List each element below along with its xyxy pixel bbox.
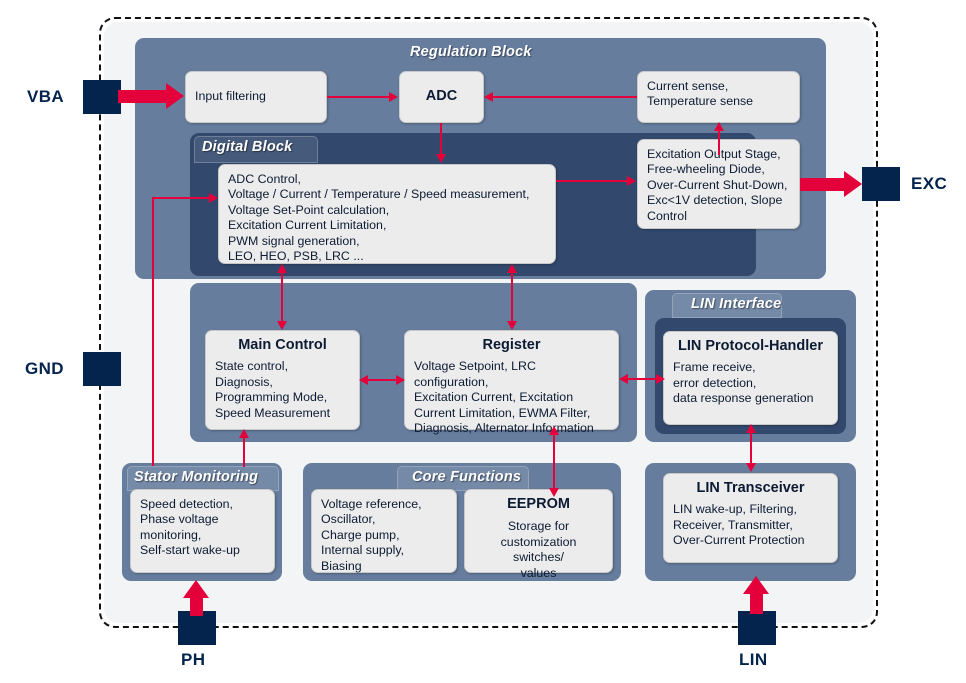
connector-register-to-eeprom-head-up: [549, 426, 559, 435]
block-eeprom-title: EEPROM: [507, 496, 570, 512]
tab-lin-interface: [672, 293, 782, 318]
bus-arrow-ph-shaft: [190, 596, 203, 616]
block-main-control[interactable]: Main Control State control, Diagnosis, P…: [205, 330, 360, 430]
connector-sense-to-adc-head: [484, 92, 493, 102]
panel-title-stator-monitoring: Stator Monitoring: [134, 469, 259, 485]
pin-gnd[interactable]: [83, 352, 121, 386]
block-main-control-body: State control, Diagnosis, Programming Mo…: [215, 359, 331, 420]
connector-sense-to-adc: [493, 96, 637, 98]
connector-linhandler-to-transceiver-head-up: [746, 424, 756, 433]
connector-excitation-to-sense-head: [714, 122, 724, 131]
connector-digital-to-register-head-down: [507, 321, 517, 330]
bus-arrow-lin-shaft: [750, 592, 763, 614]
bus-arrow-ph-head: [183, 580, 209, 598]
connector-stator-to-digital-horizontal: [152, 197, 210, 199]
connector-digital-to-maincontrol: [281, 272, 283, 324]
connector-adc-to-digital-head: [436, 154, 446, 163]
block-lin-protocol-handler[interactable]: LIN Protocol-Handler Frame receive, erro…: [663, 331, 838, 425]
block-excitation-output-stage-body: Excitation Output Stage, Free-wheeling D…: [647, 147, 788, 223]
bus-arrow-exc-head: [844, 171, 862, 197]
block-digital-block-content-body: ADC Control, Voltage / Current / Tempera…: [228, 172, 530, 264]
block-adc-title: ADC: [425, 88, 458, 105]
block-current-temperature-sense[interactable]: Current sense, Temperature sense: [637, 71, 800, 123]
connector-maincontrol-to-register-head-left: [359, 375, 368, 385]
pin-label-ph: PH: [181, 650, 206, 669]
connector-inputfilter-to-adc: [327, 96, 390, 98]
connector-digital-to-excitation: [556, 180, 628, 182]
connector-inputfilter-to-adc-head: [389, 92, 398, 102]
pin-exc[interactable]: [862, 167, 900, 201]
connector-digital-to-register: [511, 272, 513, 324]
pin-lin[interactable]: [738, 611, 776, 645]
bus-arrow-vba-head: [166, 83, 184, 109]
pin-vba[interactable]: [83, 80, 121, 114]
pin-ph[interactable]: [178, 611, 216, 645]
block-lin-transceiver-body: LIN wake-up, Filtering, Receiver, Transm…: [673, 502, 805, 548]
pin-label-exc: EXC: [911, 174, 948, 193]
block-main-control-title: Main Control: [238, 337, 327, 353]
pin-label-vba: VBA: [27, 87, 65, 106]
panel-title-core-functions: Core Functions: [412, 469, 522, 485]
block-current-temperature-sense-body: Current sense, Temperature sense: [647, 79, 754, 109]
tab-core-functions: [397, 466, 529, 491]
connector-maincontrol-to-register-head-right: [396, 375, 405, 385]
connector-digital-to-excitation-head: [627, 176, 636, 186]
connector-stator-to-maincontrol-head: [239, 429, 249, 438]
bus-arrow-lin-head: [743, 576, 769, 594]
block-register[interactable]: Register Voltage Setpoint, LRC configura…: [404, 330, 619, 435]
panel-title-lin-interface: LIN Interface: [691, 296, 782, 312]
block-lin-protocol-handler-title: LIN Protocol-Handler: [677, 338, 823, 354]
connector-maincontrol-to-register: [366, 379, 398, 381]
connector-stator-to-digital-vertical: [152, 197, 154, 466]
block-input-filtering-body: Input filtering: [195, 89, 266, 104]
block-eeprom-body: Storage for customization switches/ valu…: [500, 519, 577, 580]
block-lin-transceiver-title: LIN Transceiver: [696, 480, 805, 496]
connector-register-to-eeprom-head-down: [549, 488, 559, 497]
block-core-functions-content[interactable]: Voltage reference, Oscillator, Charge pu…: [311, 489, 457, 573]
connector-register-to-linhandler-head-left: [619, 374, 628, 384]
block-eeprom[interactable]: EEPROM Storage for customization switche…: [464, 489, 613, 580]
block-lin-protocol-handler-body: Frame receive, error detection, data res…: [673, 360, 814, 406]
connector-adc-to-digital: [440, 123, 442, 156]
chip-boundary-dashed: [99, 17, 878, 628]
block-input-filtering[interactable]: Input filtering: [185, 71, 327, 123]
connector-stator-to-digital-head: [209, 193, 218, 203]
connector-linhandler-to-transceiver-head-down: [746, 463, 756, 472]
panel-title-digital-block: Digital Block: [202, 139, 293, 155]
block-lin-transceiver[interactable]: LIN Transceiver LIN wake-up, Filtering, …: [663, 473, 838, 563]
bus-arrow-vba-shaft: [118, 90, 168, 103]
pin-label-lin: LIN: [739, 650, 768, 669]
connector-digital-to-register-head-up: [507, 264, 517, 273]
block-stator-monitoring-content[interactable]: Speed detection, Phase voltage monitorin…: [130, 489, 275, 573]
block-register-title: Register: [482, 337, 541, 353]
block-adc[interactable]: ADC: [399, 71, 484, 123]
connector-excitation-to-sense: [718, 131, 720, 155]
connector-stator-to-maincontrol: [243, 437, 245, 467]
tab-digital-block: [194, 136, 318, 163]
block-stator-monitoring-content-body: Speed detection, Phase voltage monitorin…: [140, 497, 240, 558]
connector-linhandler-to-transceiver: [750, 432, 752, 466]
block-core-functions-content-body: Voltage reference, Oscillator, Charge pu…: [321, 497, 422, 573]
connector-register-to-eeprom: [553, 434, 555, 491]
connector-digital-to-maincontrol-head-down: [277, 321, 287, 330]
connector-digital-to-maincontrol-head-up: [277, 264, 287, 273]
bus-arrow-exc-shaft: [800, 178, 846, 191]
block-register-body: Voltage Setpoint, LRC configuration, Exc…: [414, 359, 594, 436]
connector-register-to-linhandler: [626, 378, 658, 380]
panel-title-regulation-block: Regulation Block: [410, 44, 532, 60]
connector-register-to-linhandler-head-right: [656, 374, 665, 384]
block-digital-block-content[interactable]: ADC Control, Voltage / Current / Tempera…: [218, 164, 556, 264]
pin-label-gnd: GND: [25, 359, 64, 378]
